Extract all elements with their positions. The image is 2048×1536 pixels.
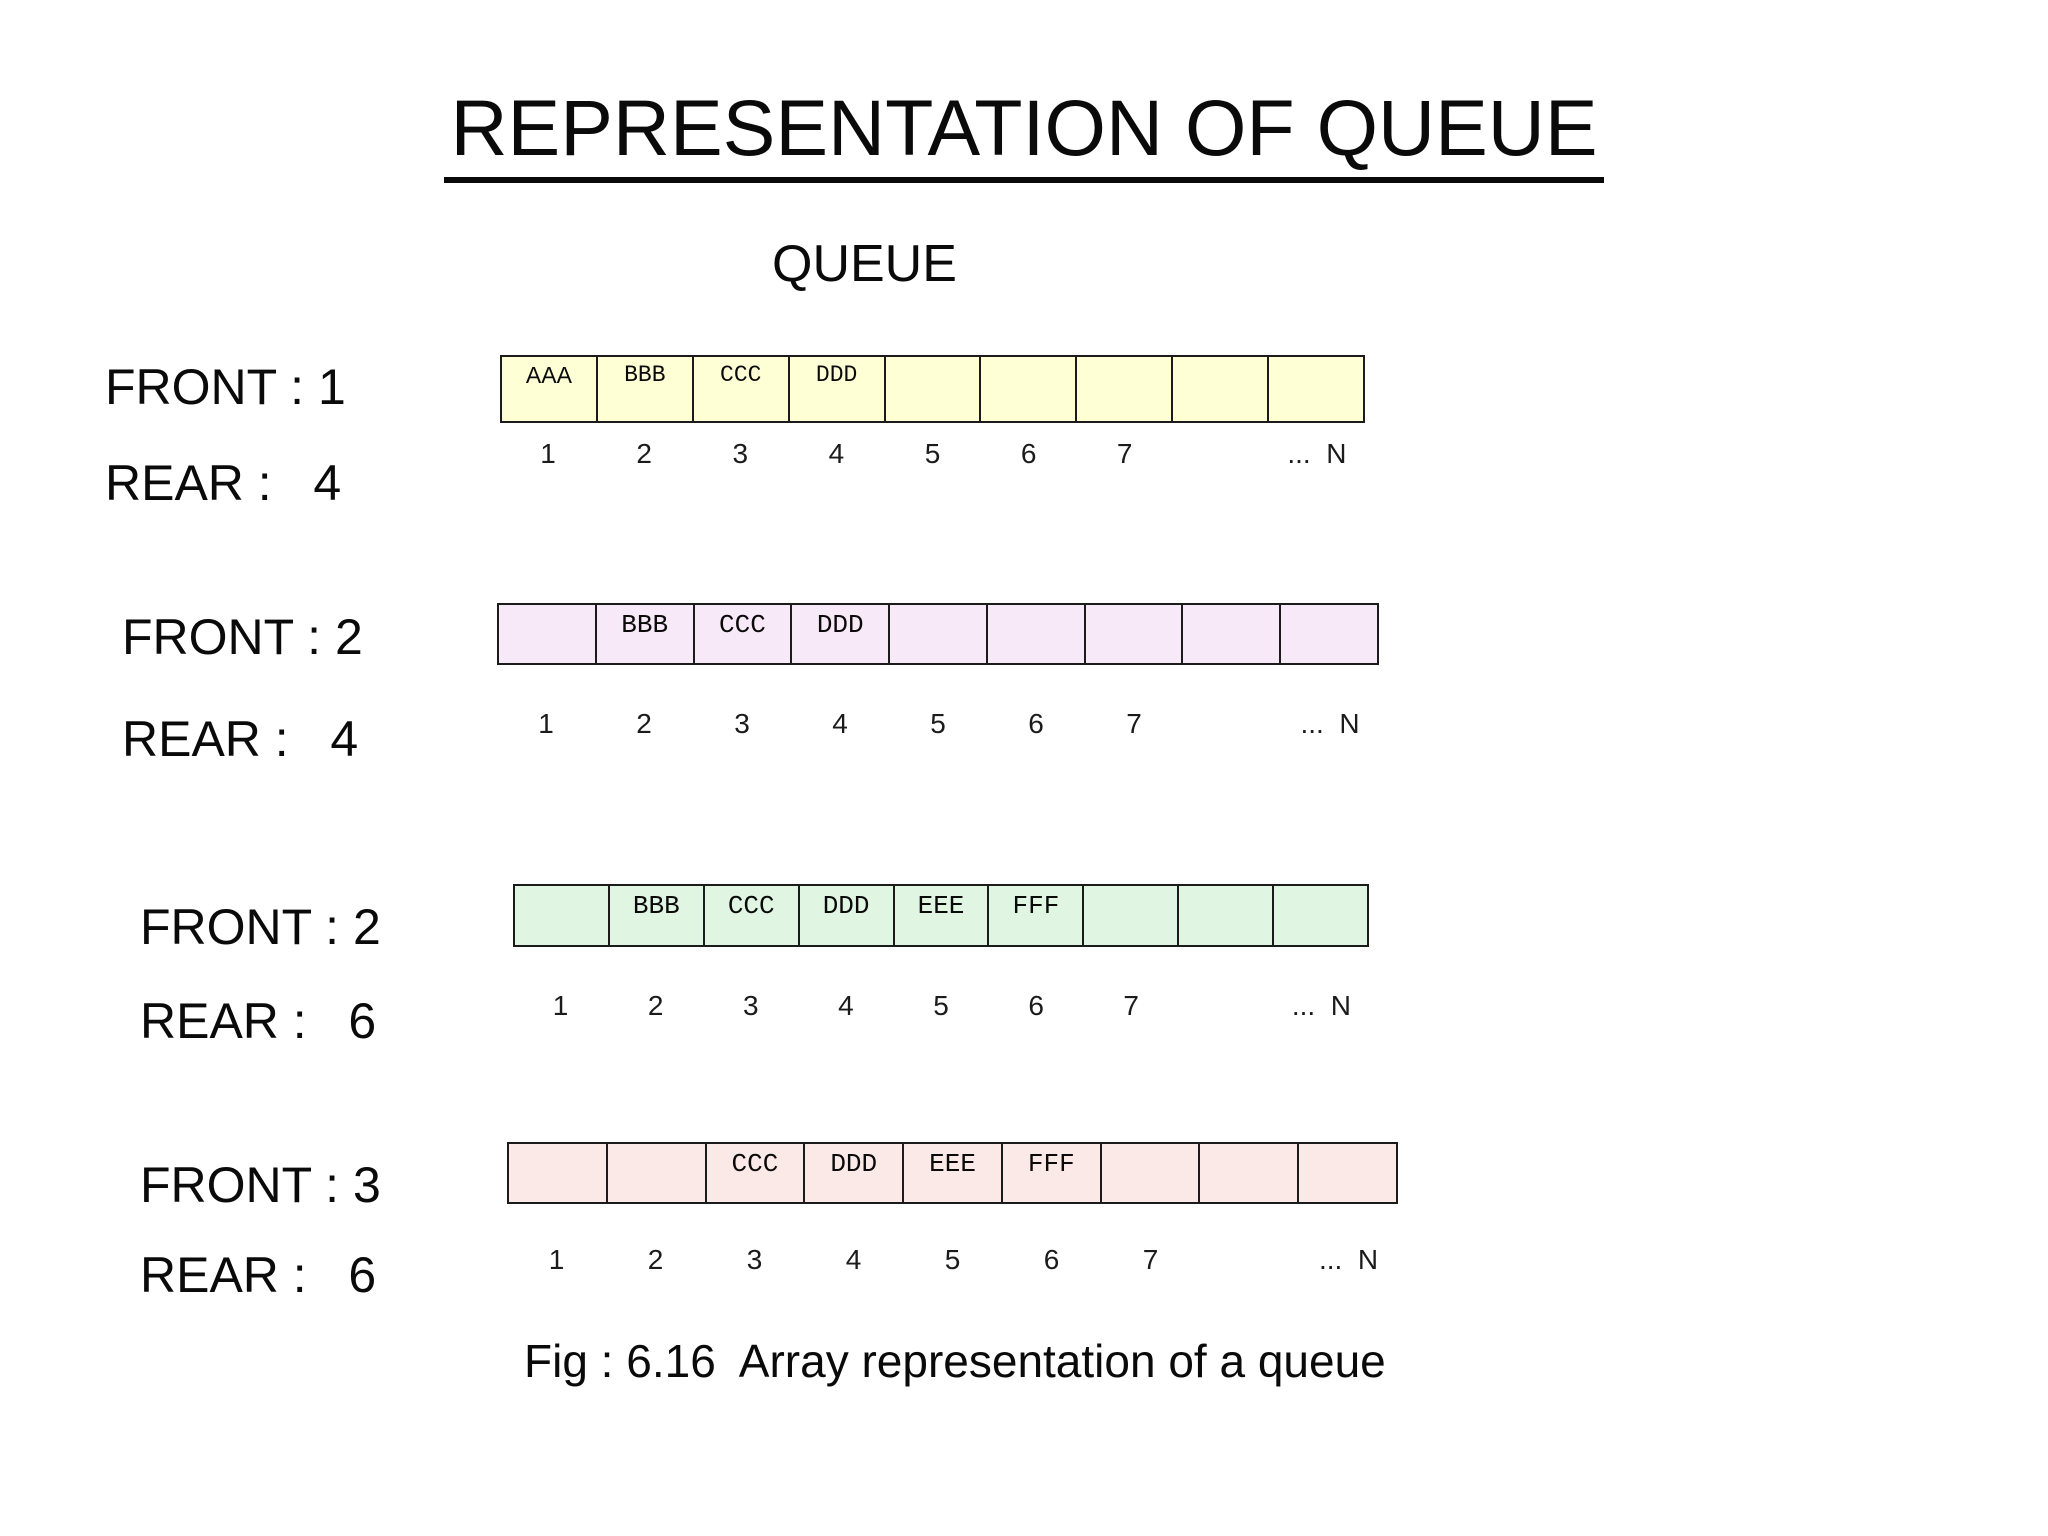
array-cell: DDD — [792, 605, 891, 663]
index-label: ... N — [1287, 438, 1347, 469]
index-label: ... N — [1318, 1244, 1379, 1275]
array-cell: FFF — [989, 886, 1085, 945]
array-cell: BBB — [609, 886, 705, 945]
array-cell — [1101, 1144, 1201, 1202]
array-cell: EEE — [894, 886, 990, 945]
page-title: REPRESENTATION OF QUEUE — [444, 88, 1604, 183]
array-cell — [1299, 1144, 1397, 1202]
index-label: 2 — [636, 438, 652, 469]
front-pointer-label: FRONT : 2 — [140, 899, 381, 955]
array-cell — [1183, 605, 1282, 663]
array-cell: FFF — [1002, 1144, 1102, 1202]
array-cell: BBB — [597, 357, 694, 421]
index-label — [1173, 440, 1269, 468]
index-label: 1 — [548, 1244, 565, 1275]
array-cell — [885, 357, 982, 421]
index-label: 4 — [845, 1244, 862, 1275]
index-label: 2 — [647, 990, 664, 1021]
queue-heading: QUEUE — [772, 235, 957, 293]
index-label: 5 — [944, 1244, 961, 1275]
index-label: 3 — [742, 990, 759, 1021]
array-cell — [1179, 886, 1275, 945]
front-pointer-label: FRONT : 1 — [105, 359, 346, 415]
index-label — [1183, 710, 1281, 738]
index-label: 6 — [1028, 990, 1044, 1021]
array-cell: DDD — [799, 886, 895, 945]
index-label: 5 — [924, 438, 941, 469]
index-label: 7 — [1116, 438, 1133, 469]
index-label: 3 — [734, 708, 750, 739]
index-label: 1 — [552, 990, 569, 1021]
index-label: 5 — [933, 990, 949, 1021]
array-cell — [1084, 886, 1180, 945]
array-cell — [509, 1144, 608, 1202]
index-label: 7 — [1142, 1244, 1159, 1275]
array-cell: AAA — [502, 357, 598, 421]
index-label: 7 — [1123, 990, 1139, 1021]
title-row: REPRESENTATION OF QUEUE — [0, 88, 2048, 183]
array-cell: CCC — [706, 1144, 806, 1202]
array-cell — [1173, 357, 1270, 421]
figure-caption: Fig : 6.16 Array representation of a que… — [524, 1335, 1386, 1387]
rear-pointer-label: REAR : 4 — [122, 711, 359, 767]
index-label: 7 — [1126, 708, 1142, 739]
index-label: 3 — [746, 1244, 763, 1275]
array-cell — [1281, 605, 1378, 663]
array-cell — [890, 605, 988, 663]
index-label: 6 — [1020, 438, 1037, 469]
array-cell — [1077, 357, 1174, 421]
array-cell: CCC — [704, 886, 800, 945]
array-cell — [1200, 1144, 1300, 1202]
index-label: 4 — [828, 438, 845, 469]
index-label: 6 — [1043, 1244, 1060, 1275]
index-row: 1 2 3 4 5 6 7 ... N — [500, 440, 1365, 468]
index-label: 1 — [540, 438, 556, 469]
array-cell: DDD — [805, 1144, 905, 1202]
index-label: ... N — [1300, 708, 1360, 739]
index-label: 2 — [636, 708, 652, 739]
array-cell — [607, 1144, 707, 1202]
array-cell: CCC — [693, 357, 790, 421]
index-row: 1 2 3 4 5 6 7 ... N — [507, 1246, 1398, 1274]
array-cell: CCC — [694, 605, 793, 663]
array-cell — [1274, 886, 1368, 945]
index-label: 5 — [930, 708, 946, 739]
array-cell: BBB — [596, 605, 695, 663]
rear-pointer-label: REAR : 4 — [105, 455, 342, 511]
array-cell — [515, 886, 610, 945]
array-cell — [1085, 605, 1184, 663]
index-label: 4 — [832, 708, 848, 739]
index-label — [1200, 1246, 1299, 1274]
index-label — [1179, 992, 1274, 1020]
index-label: 3 — [732, 438, 749, 469]
array-cell: DDD — [789, 357, 886, 421]
index-label: 6 — [1028, 708, 1044, 739]
rear-pointer-label: REAR : 6 — [140, 993, 377, 1049]
array-cell — [1269, 357, 1364, 421]
array-cell: EEE — [904, 1144, 1003, 1202]
array-cell — [499, 605, 597, 663]
front-pointer-label: FRONT : 2 — [122, 609, 363, 665]
rear-pointer-label: REAR : 6 — [140, 1247, 377, 1303]
index-label: ... N — [1291, 990, 1351, 1021]
array-cell — [987, 605, 1086, 663]
index-label: 2 — [647, 1244, 664, 1275]
front-pointer-label: FRONT : 3 — [140, 1157, 381, 1213]
index-row: 1 2 3 4 5 6 7 ... N — [497, 710, 1379, 738]
array-cell — [981, 357, 1078, 421]
index-label: 4 — [838, 990, 854, 1021]
index-row: 1 2 3 4 5 6 7 ... N — [513, 992, 1369, 1020]
index-label: 1 — [538, 708, 554, 739]
